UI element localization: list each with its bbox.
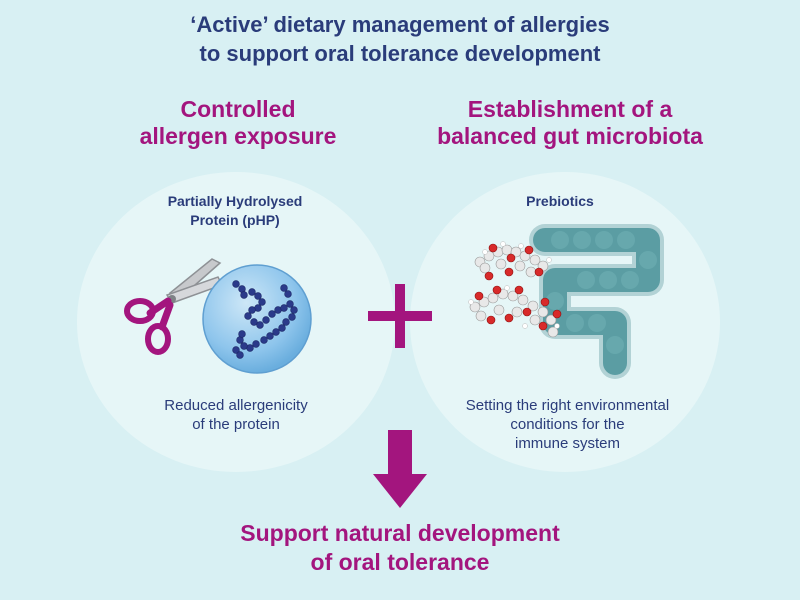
right-section-heading: Establishment of a balanced gut microbio…	[437, 96, 703, 149]
left-sublabel: Partially Hydrolysed Protein (pHP)	[167, 193, 303, 228]
right-caption: Setting the right environmental conditio…	[465, 397, 670, 452]
title-line-2: to support oral tolerance development	[199, 41, 601, 66]
scissors-icon	[124, 258, 224, 355]
page-title: ‘Active’ dietary management of allergies…	[0, 10, 800, 68]
title-line-1: ‘Active’ dietary management of allergies	[190, 12, 610, 37]
right-sublabel: Prebiotics	[526, 193, 594, 209]
conclusion-title: Support natural development of oral tole…	[240, 520, 560, 575]
down-arrow-icon	[373, 430, 427, 508]
protein-chain-icon	[202, 264, 312, 374]
intestine-icon	[529, 224, 664, 379]
oligosaccharide-molecule-icon	[468, 241, 562, 338]
left-caption: Reduced allergenicity of the protein	[164, 397, 308, 433]
left-section-heading: Controlled allergen exposure	[139, 96, 337, 149]
plus-icon	[368, 284, 432, 348]
